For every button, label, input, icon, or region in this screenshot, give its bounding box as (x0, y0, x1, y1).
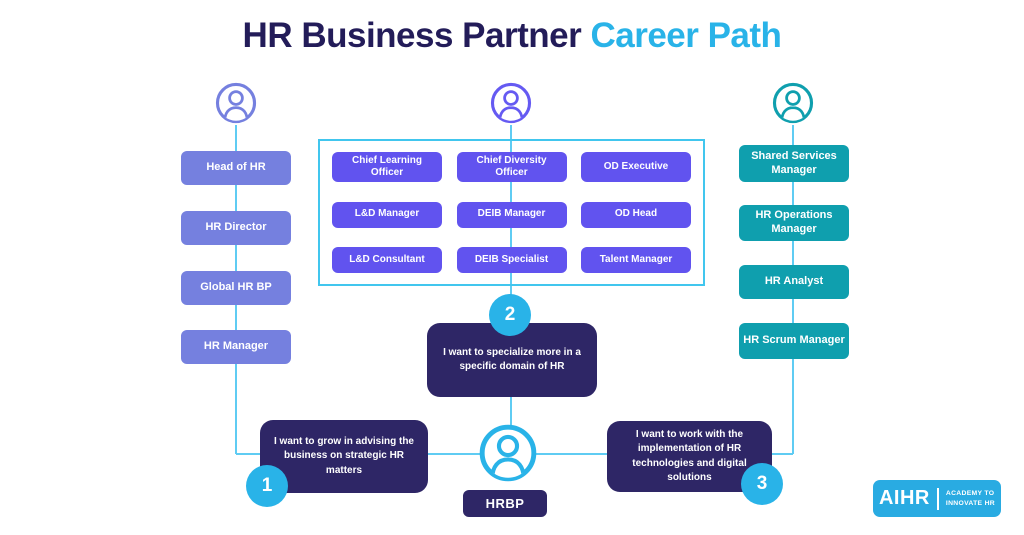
role-box-head-of-hr: Head of HR (181, 151, 291, 185)
role-box-hr-analyst: HR Analyst (739, 265, 849, 299)
person-icon-glyph (479, 424, 537, 482)
role-box-hr-scrum-manager: HR Scrum Manager (739, 323, 849, 359)
role-box-hr-manager: HR Manager (181, 330, 291, 364)
hrbp-person-icon (477, 422, 539, 484)
aihr-logo-wordmark: AIHR (878, 487, 930, 509)
page-title-accent: Career Path (590, 16, 782, 55)
role-box-global-hr-bp: Global HR BP (181, 271, 291, 305)
role-box-hr-operations-manager: HR Operations Manager (739, 205, 849, 241)
aihr-logo-divider (936, 487, 939, 510)
aihr-logo-tagline-line2: INNOVATE HR (945, 499, 995, 507)
role-box-od-head: OD Head (581, 201, 691, 228)
role-box-ld-consultant: L&D Consultant (332, 247, 442, 273)
hrbp-label: HRBP (463, 490, 547, 517)
role-box-hr-director: HR Director (181, 211, 291, 245)
callout-strategic-text: I want to grow in advising the business … (273, 435, 414, 476)
callout-technology-text: I want to work with the implementation o… (632, 428, 747, 484)
role-box-chief-learning-officer: Chief Learning Officer (332, 152, 442, 182)
page-title-main: HR Business Partner (242, 16, 582, 55)
role-box-od-executive: OD Executive (581, 152, 691, 182)
person-icon (489, 81, 533, 125)
step-badge-1: 1 (246, 465, 288, 507)
callout-strategic: I want to grow in advising the business … (260, 420, 428, 493)
person-icon-glyph (772, 82, 814, 124)
role-box-chief-diversity-officer: Chief Diversity Officer (456, 152, 567, 182)
person-icon (214, 81, 258, 125)
role-box-deib-manager: DEIB Manager (456, 201, 567, 228)
person-icon (771, 81, 815, 125)
role-box-talent-manager: Talent Manager (581, 247, 691, 273)
role-box-shared-services-manager: Shared Services Manager (739, 145, 849, 182)
step-badge-3: 3 (741, 463, 783, 505)
role-box-deib-specialist: DEIB Specialist (456, 247, 567, 273)
aihr-logo-tagline: ACADEMY TO INNOVATE HR (946, 489, 995, 507)
person-icon-glyph (215, 82, 257, 124)
page-title: HR Business Partner Career Path (0, 16, 1024, 56)
specialist-roles-panel: Chief Learning Officer Chief Diversity O… (318, 139, 705, 286)
callout-specialize-text: I want to specialize more in a specific … (443, 346, 581, 373)
step-badge-2: 2 (489, 294, 531, 336)
person-icon-glyph (490, 82, 532, 124)
aihr-logo: AIHR ACADEMY TO INNOVATE HR (873, 480, 1001, 517)
role-box-ld-manager: L&D Manager (332, 201, 442, 228)
aihr-logo-tagline-line1: ACADEMY TO (945, 490, 995, 498)
